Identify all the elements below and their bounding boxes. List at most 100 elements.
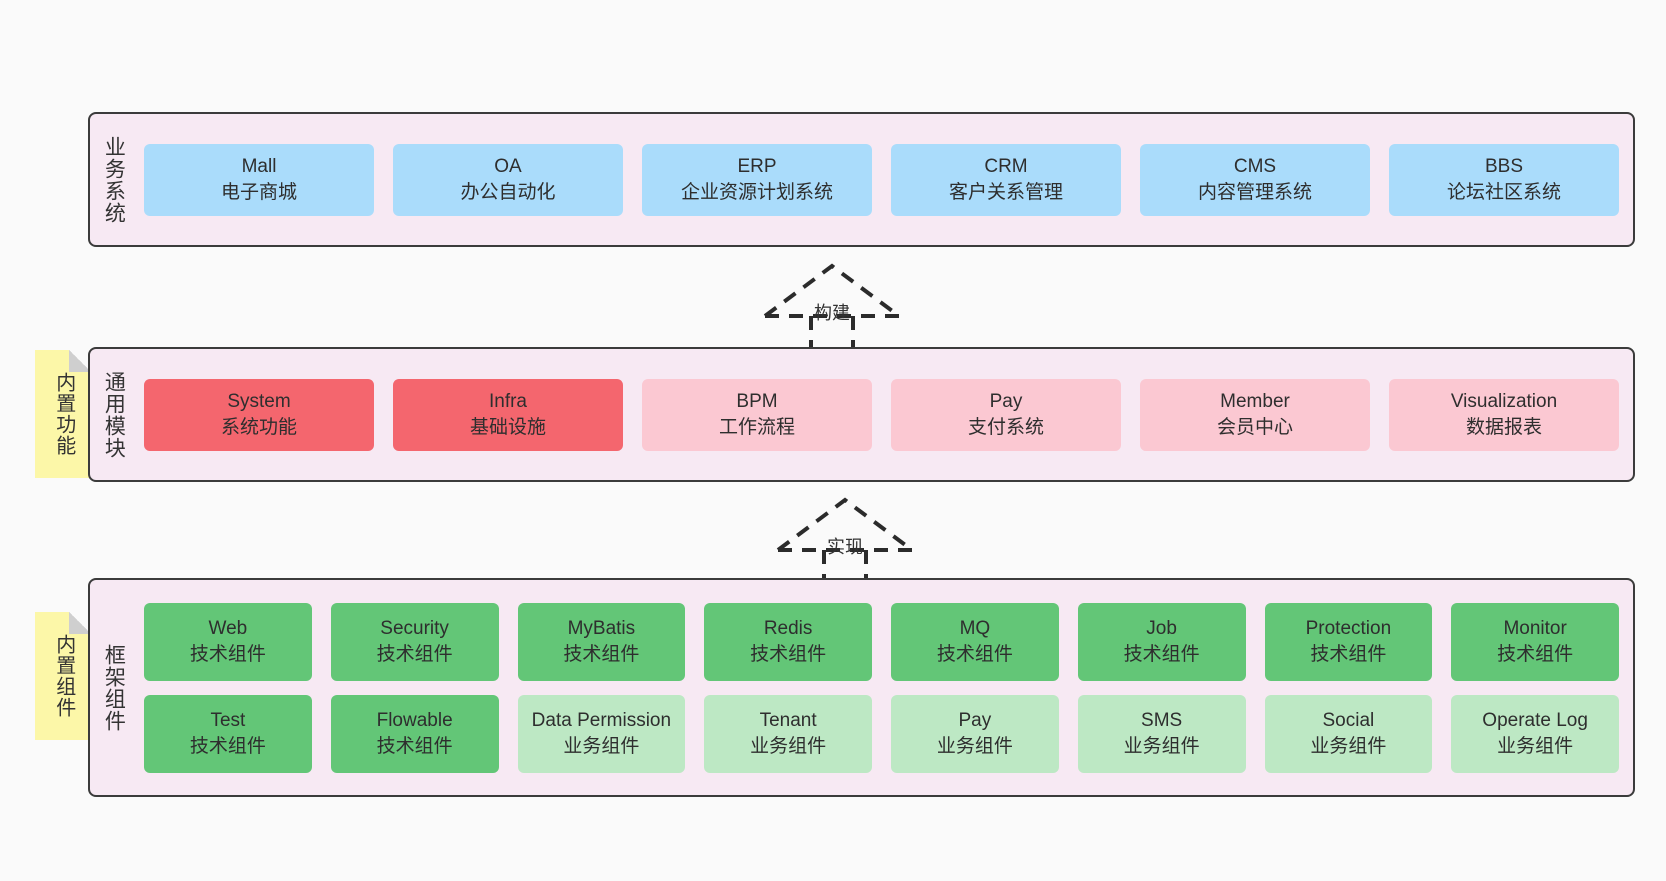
card-mall[interactable]: Mall 电子商城 <box>144 143 374 216</box>
card-protection[interactable]: Protection 技术组件 <box>1264 602 1433 681</box>
card-title: Web <box>208 618 248 640</box>
sticky-note-builtin-components: 内置组件 <box>35 612 91 740</box>
card-title: CMS <box>1233 156 1277 178</box>
card-sms[interactable]: SMS 业务组件 <box>1077 694 1246 773</box>
card-subtitle: 技术组件 <box>1310 643 1387 665</box>
card-subtitle: 内容管理系统 <box>1197 181 1312 203</box>
card-subtitle: 技术组件 <box>936 643 1013 665</box>
card-mybatis[interactable]: MyBatis 技术组件 <box>517 602 686 681</box>
card-subtitle: 客户关系管理 <box>948 181 1063 203</box>
card-security[interactable]: Security 技术组件 <box>330 602 499 681</box>
card-row: System 系统功能 Infra 基础设施 BPM 工作流程 Pay 支付系统… <box>144 378 1619 451</box>
page-fold-icon <box>69 350 91 372</box>
card-subtitle: 业务组件 <box>1123 735 1200 757</box>
sticky-note-label: 内置组件 <box>52 634 75 718</box>
card-title: CRM <box>984 156 1028 178</box>
card-subtitle: 工作流程 <box>718 416 795 438</box>
card-flowable[interactable]: Flowable 技术组件 <box>330 694 499 773</box>
card-subtitle: 业务组件 <box>936 735 1013 757</box>
card-title: Tenant <box>759 710 817 732</box>
card-subtitle: 业务组件 <box>750 735 827 757</box>
card-redis[interactable]: Redis 技术组件 <box>704 602 872 681</box>
layer-title-business-systems: 业务系统 <box>102 135 126 224</box>
card-subtitle: 技术组件 <box>750 643 827 665</box>
sticky-note-builtin-features: 内置功能 <box>35 350 91 478</box>
card-member[interactable]: Member 会员中心 <box>1140 378 1370 451</box>
card-title: Test <box>210 710 246 732</box>
card-data-permission[interactable]: Data Permission 业务组件 <box>517 694 686 773</box>
card-title: Mall <box>241 156 277 178</box>
card-crm[interactable]: CRM 客户关系管理 <box>891 143 1121 216</box>
card-pay[interactable]: Pay 支付系统 <box>891 378 1121 451</box>
card-title: Flowable <box>376 710 453 732</box>
card-subtitle: 技术组件 <box>376 735 453 757</box>
card-infra[interactable]: Infra 基础设施 <box>393 378 623 451</box>
card-title: MQ <box>959 618 991 640</box>
card-tenant[interactable]: Tenant 业务组件 <box>704 694 872 773</box>
layer-title-framework-components: 框架组件 <box>102 643 126 732</box>
card-subtitle: 业务组件 <box>1497 735 1574 757</box>
card-title: Protection <box>1305 618 1392 640</box>
card-oa[interactable]: OA 办公自动化 <box>393 143 623 216</box>
card-title: Infra <box>488 391 528 413</box>
card-visualization[interactable]: Visualization 数据报表 <box>1389 378 1619 451</box>
card-subtitle: 技术组件 <box>189 643 266 665</box>
card-web[interactable]: Web 技术组件 <box>144 602 312 681</box>
card-subtitle: 技术组件 <box>563 643 640 665</box>
sticky-note-label: 内置功能 <box>52 372 75 456</box>
card-title: ERP <box>737 156 777 178</box>
card-subtitle: 技术组件 <box>376 643 453 665</box>
card-title: Visualization <box>1450 391 1558 413</box>
card-subtitle: 业务组件 <box>563 735 640 757</box>
layer-common-modules: 通用模块 System 系统功能 Infra 基础设施 BPM 工作流程 Pay… <box>88 347 1635 482</box>
card-cms[interactable]: CMS 内容管理系统 <box>1140 143 1370 216</box>
card-title: Job <box>1146 618 1177 640</box>
card-subtitle: 技术组件 <box>1497 643 1574 665</box>
card-subtitle: 系统功能 <box>220 416 297 438</box>
card-title: Data Permission <box>531 710 672 732</box>
card-title: OA <box>494 156 522 178</box>
card-title: Member <box>1220 391 1290 413</box>
card-social[interactable]: Social 业务组件 <box>1264 694 1433 773</box>
card-subtitle: 企业资源计划系统 <box>680 181 833 203</box>
card-title: Security <box>380 618 449 640</box>
card-job[interactable]: Job 技术组件 <box>1077 602 1246 681</box>
card-subtitle: 数据报表 <box>1465 416 1542 438</box>
card-subtitle: 论坛社区系统 <box>1446 181 1561 203</box>
card-monitor[interactable]: Monitor 技术组件 <box>1451 602 1619 681</box>
card-subtitle: 业务组件 <box>1310 735 1387 757</box>
card-title: Redis <box>763 618 813 640</box>
card-title: Monitor <box>1503 618 1567 640</box>
card-title: Operate Log <box>1482 710 1588 732</box>
card-subtitle: 电子商城 <box>220 181 297 203</box>
connector-realize: 实现 <box>770 492 920 587</box>
card-row: Mall 电子商城 OA 办公自动化 ERP 企业资源计划系统 CRM 客户关系… <box>144 143 1619 216</box>
page-fold-icon <box>69 612 91 634</box>
card-pay-business[interactable]: Pay 业务组件 <box>891 694 1059 773</box>
card-title: Pay <box>989 391 1023 413</box>
card-subtitle: 技术组件 <box>1123 643 1200 665</box>
layer-body-framework-components: Web 技术组件 Security 技术组件 MyBatis 技术组件 Redi… <box>136 580 1633 795</box>
card-system[interactable]: System 系统功能 <box>144 378 374 451</box>
card-title: Pay <box>958 710 992 732</box>
card-mq[interactable]: MQ 技术组件 <box>891 602 1059 681</box>
layer-body-business-systems: Mall 电子商城 OA 办公自动化 ERP 企业资源计划系统 CRM 客户关系… <box>136 114 1633 245</box>
dashed-generalization-arrow-icon <box>776 497 914 587</box>
card-subtitle: 会员中心 <box>1216 416 1293 438</box>
card-title: MyBatis <box>567 618 636 640</box>
layer-title-common-modules: 通用模块 <box>102 370 126 459</box>
card-row: Test 技术组件 Flowable 技术组件 Data Permission … <box>144 694 1619 773</box>
card-subtitle: 基础设施 <box>469 416 546 438</box>
layer-framework-components: 框架组件 Web 技术组件 Security 技术组件 MyBatis 技术组件… <box>88 578 1635 797</box>
card-test[interactable]: Test 技术组件 <box>144 694 312 773</box>
connector-build: 构建 <box>757 258 907 353</box>
card-subtitle: 技术组件 <box>189 735 266 757</box>
card-operate-log[interactable]: Operate Log 业务组件 <box>1451 694 1619 773</box>
dashed-generalization-arrow-icon <box>763 263 901 353</box>
card-bbs[interactable]: BBS 论坛社区系统 <box>1389 143 1619 216</box>
card-bpm[interactable]: BPM 工作流程 <box>642 378 872 451</box>
card-title: BPM <box>736 391 778 413</box>
card-erp[interactable]: ERP 企业资源计划系统 <box>642 143 872 216</box>
card-title: BBS <box>1484 156 1524 178</box>
